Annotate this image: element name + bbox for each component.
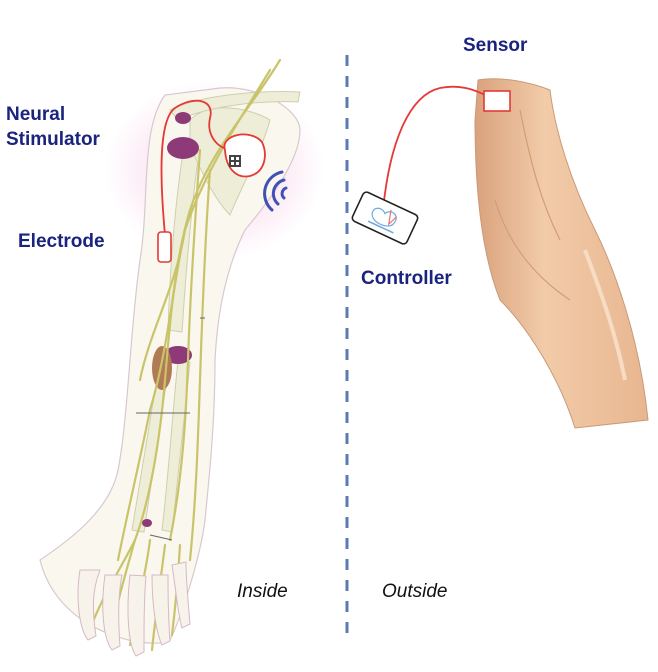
electrode-label: Electrode <box>18 231 105 252</box>
inside-label: Inside <box>237 581 288 602</box>
controller-label: Controller <box>361 268 452 289</box>
outside-arm-illustration <box>351 78 649 429</box>
sensor-label: Sensor <box>463 35 528 56</box>
outside-label: Outside <box>382 581 448 602</box>
neural-stimulator-label-line2: Stimulator <box>6 129 100 150</box>
neural-stimulator-label-line1: Neural <box>6 104 66 125</box>
inside-arm-illustration <box>39 58 325 657</box>
wireless-signal-icon <box>263 170 288 212</box>
controller-device <box>351 191 419 245</box>
neural-stimulator-label: Neural Stimulator <box>6 102 100 152</box>
electrode-cuff <box>157 231 172 263</box>
neural-stimulator-device <box>223 133 266 178</box>
sensor-patch <box>483 90 511 112</box>
